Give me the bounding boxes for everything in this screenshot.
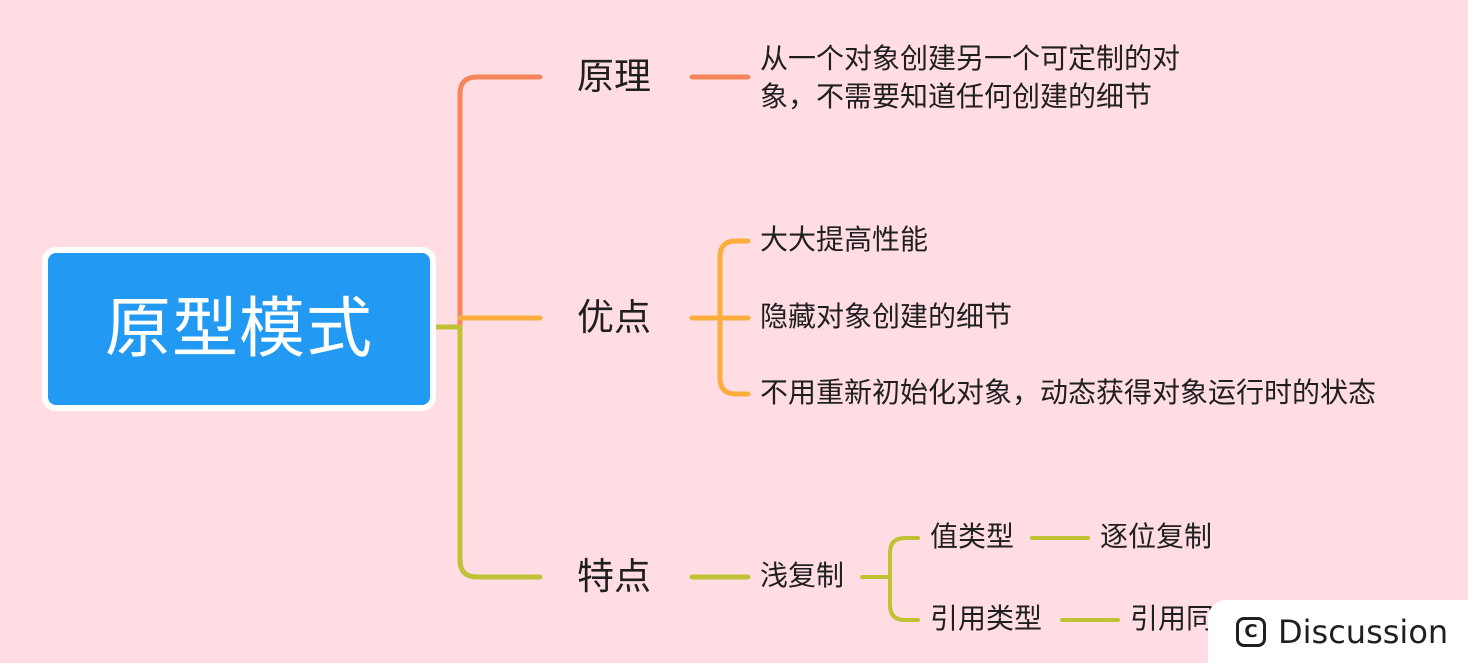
connector-shallow-reference [888, 575, 920, 622]
leaf-reference-type[interactable]: 引用类型 [930, 602, 1043, 635]
connector-branch-principle [457, 74, 543, 330]
leaf-principle-description[interactable]: 从一个对象创建另一个可定制的对象，不需要知道任何创建的细节 [760, 42, 1181, 113]
leaf-advantage-hide-details[interactable]: 隐藏对象创建的细节 [760, 300, 1013, 333]
discussion-button[interactable]: C Discussion [1208, 600, 1468, 663]
leaf-feature-shallow-copy[interactable]: 浅复制 [760, 559, 845, 592]
connector-shallow-value [888, 536, 920, 579]
discussion-label: Discussion [1278, 612, 1449, 651]
leaf-bitwise-copy[interactable]: 逐位复制 [1100, 520, 1213, 553]
branch-features[interactable]: 特点 [577, 555, 651, 598]
leaf-reference-same[interactable]: 引用同 [1130, 602, 1215, 635]
connector-advantages-top [717, 238, 751, 321]
connector-branch-features [457, 324, 543, 580]
leaf-value-type[interactable]: 值类型 [930, 520, 1015, 553]
connector-advantages-bottom [717, 315, 751, 397]
leaf-advantage-runtime-state[interactable]: 不用重新初始化对象，动态获得对象运行时的状态 [760, 376, 1377, 409]
root-label: 原型模式 [105, 290, 373, 367]
branch-advantages[interactable]: 优点 [577, 296, 651, 339]
root-node[interactable]: 原型模式 [42, 247, 436, 411]
leaf-advantage-performance[interactable]: 大大提高性能 [760, 223, 929, 256]
discussion-icon: C [1236, 616, 1266, 647]
branch-principle[interactable]: 原理 [577, 55, 651, 98]
